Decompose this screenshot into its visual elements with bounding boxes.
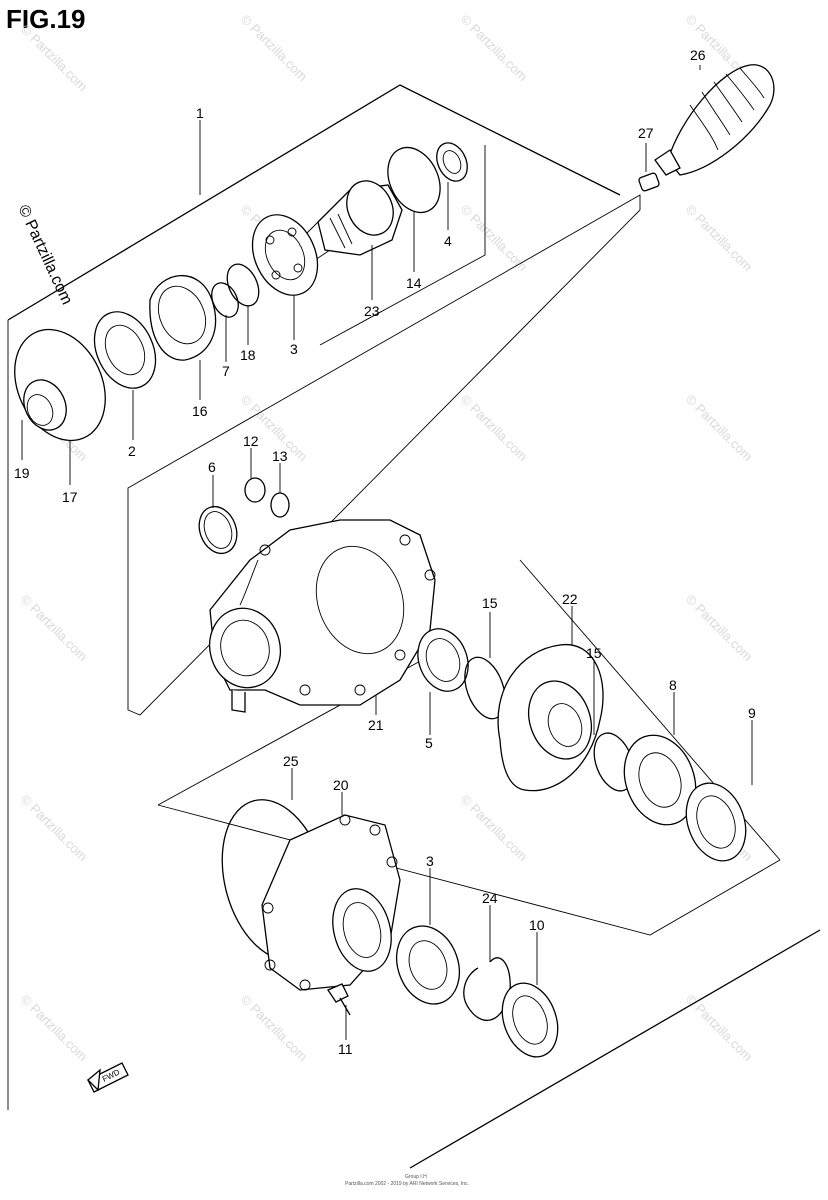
watermark-text: © Partzilla.com	[18, 592, 91, 665]
watermark-text: © Partzilla.com	[683, 202, 756, 275]
watermark-text: © Partzilla.com	[458, 12, 531, 85]
bolt-part[interactable]	[327, 983, 351, 1016]
watermark-text: © Partzilla.com	[458, 202, 531, 275]
watermark-text: © Partzilla.com	[238, 12, 311, 85]
part-label-3: 3	[290, 341, 298, 357]
part-label-17: 17	[62, 489, 78, 505]
part-label-9: 9	[748, 705, 756, 721]
shim-ring-part[interactable]	[378, 139, 450, 221]
part-label-5: 5	[425, 735, 433, 751]
part-label-25: 25	[283, 753, 299, 769]
watermark-text: © Partzilla.com	[683, 392, 756, 465]
differential-case-part[interactable]	[201, 519, 436, 713]
watermark-text: © Partzilla.com	[18, 22, 91, 95]
ball-bearing-part[interactable]	[612, 725, 707, 835]
part-label-13: 13	[272, 448, 288, 464]
gasket-part[interactable]	[270, 492, 290, 518]
oil-seal-part[interactable]	[83, 302, 168, 398]
part-label-4: 4	[444, 233, 452, 249]
needle-bearing-part[interactable]	[410, 622, 477, 699]
footer-line1: Group I.H	[405, 1174, 427, 1180]
watermark-text: © Partzilla.com	[458, 792, 531, 865]
part-label-12: 12	[243, 433, 259, 449]
part-label-14: 14	[406, 275, 422, 291]
part-label-20: 20	[333, 777, 349, 793]
watermark-side-text: © Partzilla.com	[14, 203, 75, 308]
gear-case-cover-part[interactable]	[261, 814, 401, 991]
ring-gear-part[interactable]	[497, 644, 604, 792]
watermark-text: © Partzilla.com	[18, 992, 91, 1065]
ball-bearing-part[interactable]	[386, 917, 470, 1013]
part-label-7: 7	[222, 363, 230, 379]
oil-seal-part[interactable]	[493, 975, 568, 1064]
figure-title: FIG.19	[6, 4, 86, 34]
watermark-text: © Partzilla.com	[683, 992, 756, 1065]
watermark-text: © Partzilla.com	[238, 992, 311, 1065]
pinion-gear-part[interactable]	[299, 173, 403, 263]
part-label-21: 21	[368, 717, 384, 733]
watermark-text: © Partzilla.com	[18, 792, 91, 865]
part-label-6: 6	[208, 459, 216, 475]
ball-bearing-part[interactable]	[240, 204, 330, 305]
part-label-23: 23	[364, 303, 380, 319]
part-label-3: 3	[426, 853, 434, 869]
part-label-15: 15	[586, 645, 602, 661]
part-label-19: 19	[14, 465, 30, 481]
o-ring-part[interactable]	[193, 501, 243, 558]
part-label-8: 8	[669, 677, 677, 693]
circlip-part[interactable]	[463, 957, 511, 1022]
part-label-16: 16	[192, 403, 208, 419]
clamp-part[interactable]	[638, 172, 660, 192]
snap-ring-part[interactable]	[221, 259, 265, 311]
part-label-10: 10	[529, 917, 545, 933]
shim-part[interactable]	[457, 652, 513, 724]
watermark-text: © Partzilla.com	[458, 392, 531, 465]
part-label-24: 24	[482, 890, 498, 906]
part-label-18: 18	[240, 347, 256, 363]
part-label-1: 1	[196, 105, 204, 121]
part-labels: 1 26 27 4 14 23 3 18 7 16 2 19 17 12 13 …	[14, 47, 756, 1057]
forward-arrow-icon: FWD	[87, 1062, 129, 1093]
needle-bearing-part[interactable]	[431, 138, 473, 186]
part-label-22: 22	[562, 591, 578, 607]
bearing-housing-part[interactable]	[149, 275, 217, 361]
part-label-26: 26	[690, 47, 706, 63]
part-label-2: 2	[128, 443, 136, 459]
part-label-11: 11	[338, 1041, 353, 1057]
part-label-15: 15	[482, 595, 498, 611]
leader-lines	[21, 65, 753, 1040]
watermark-text: © Partzilla.com	[683, 592, 756, 665]
boot-part[interactable]	[654, 64, 775, 176]
drive-flange-part[interactable]	[0, 315, 123, 456]
part-label-27: 27	[638, 125, 654, 141]
footer: Group I.H Partzilla.com 2002 - 2019 by A…	[345, 1174, 469, 1187]
footer-line2: Partzilla.com 2002 - 2019 by ARI Network…	[345, 1181, 469, 1187]
oil-seal-part[interactable]	[676, 775, 756, 869]
plug-part[interactable]	[244, 477, 266, 503]
